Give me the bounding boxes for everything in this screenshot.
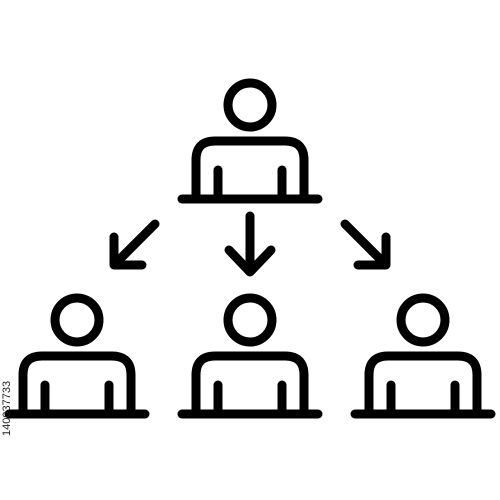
center-person-body (191, 351, 309, 417)
center-person-head (223, 293, 277, 347)
center-person-icon (177, 293, 323, 419)
stock-id-text: 140037733 (1, 380, 13, 436)
top-person-body (191, 136, 309, 202)
down-left-arrow-icon (109, 219, 160, 270)
right-person-body (364, 351, 482, 417)
down-arrow-icon (224, 211, 276, 277)
top-person-icon (177, 78, 323, 204)
left-person-body (18, 351, 136, 417)
left-person-icon (4, 293, 150, 419)
right-person-head (396, 293, 450, 347)
right-person-icon (350, 293, 496, 419)
left-person-head (50, 293, 104, 347)
stock-id-watermark: 140037733 (0, 380, 16, 500)
down-right-arrow-icon (340, 219, 391, 270)
top-person-head (223, 78, 277, 132)
